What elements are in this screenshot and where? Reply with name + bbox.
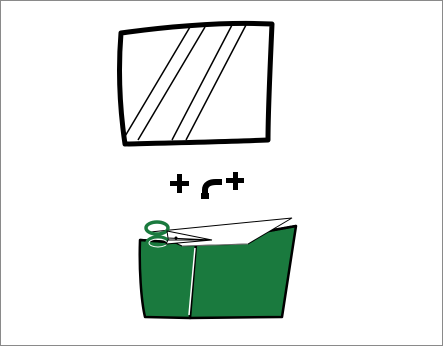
plus-icon [226,172,244,190]
bent-arrow-icon [201,182,222,199]
screen-glass-panel [120,23,272,144]
plus-icon [170,174,189,193]
